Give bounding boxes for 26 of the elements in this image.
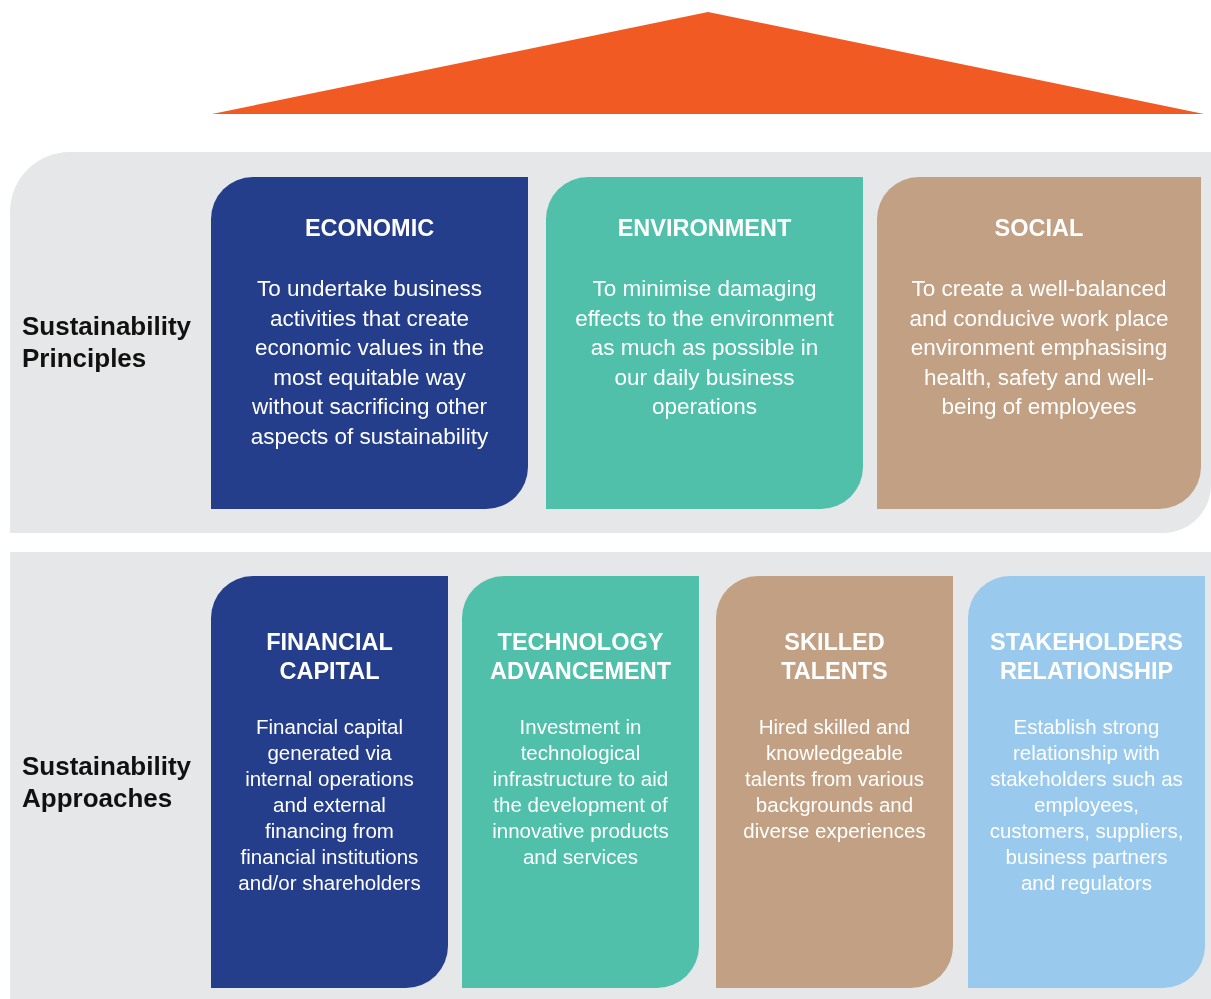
card-description: Financial capital generated via internal operations and external financing from financial institutions and/or shareholders (237, 714, 422, 896)
pillar-card (968, 576, 1205, 988)
card-title: STAKEHOLDERS RELATIONSHIP (989, 628, 1184, 686)
band-panel (10, 152, 1211, 533)
band-panel (10, 552, 1211, 999)
card-description: Investment in technological infrastructure to aid the development of innovative products and services (491, 714, 670, 870)
pillar-card (546, 177, 863, 509)
pillar-card (877, 177, 1201, 509)
card-description: To minimise damaging effects to the environment as much as possible in our daily business operations (574, 275, 835, 421)
card-title: ENVIRONMENT (616, 214, 793, 243)
card-description: Establish strong relationship with stakeholders such as employees, customers, suppliers, business partners and regulators (988, 714, 1185, 896)
pillar-card (716, 576, 953, 988)
card-description: To undertake business activities that create economic values in the most equitable way without sacrificing other aspects of sustainability (249, 275, 490, 451)
card-title: FINANCIAL CAPITAL (265, 628, 394, 686)
pillar-card (211, 177, 528, 509)
card-title: SKILLED TALENTS (780, 628, 889, 686)
roof-triangle (212, 12, 1204, 114)
row-heading: Sustainability Principles (22, 310, 193, 374)
card-title: ECONOMIC (303, 214, 436, 243)
card-title: TECHNOLOGY ADVANCEMENT (488, 628, 672, 686)
row-heading: Sustainability Approaches (22, 750, 193, 814)
card-description: To create a well-balanced and conducive work place environment emphasising health, safety and well-being of employees (908, 275, 1170, 421)
card-description: Hired skilled and knowledgeable talents from various backgrounds and diverse experiences (742, 714, 927, 844)
pillar-card (211, 576, 448, 988)
pillar-card (462, 576, 699, 988)
card-title: SOCIAL (993, 214, 1085, 243)
